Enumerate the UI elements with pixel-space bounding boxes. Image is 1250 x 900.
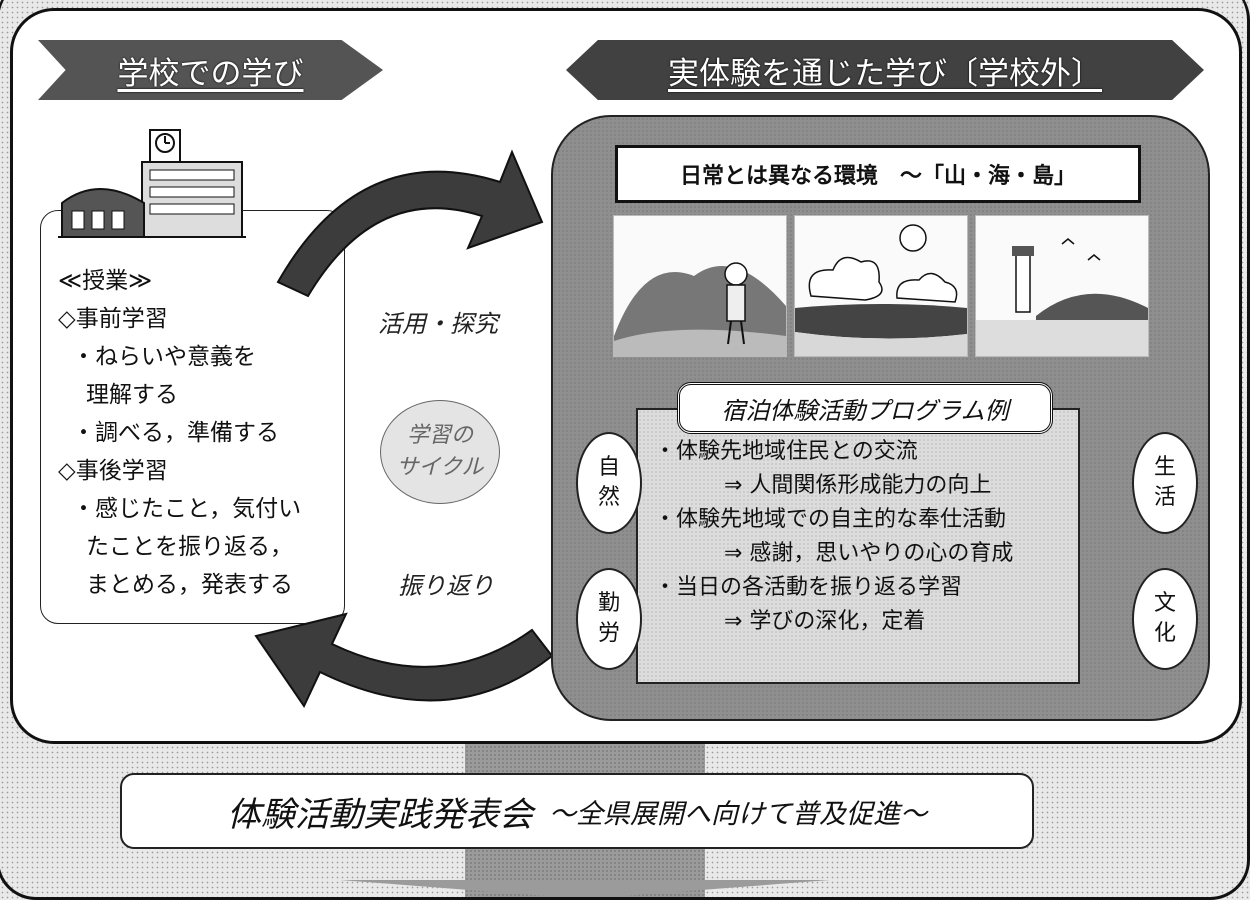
tag-culture: 文 化 <box>1132 568 1198 670</box>
tag-char: 労 <box>597 621 620 646</box>
island-illustration <box>975 215 1149 357</box>
lower-curved-arrow-icon <box>254 612 554 709</box>
tag-labor: 勤 労 <box>576 568 642 670</box>
presentation-meeting-banner: 体験活動実践発表会 ～全県展開へ向けて普及促進～ <box>120 773 1034 849</box>
program-example-list: ・体験先地域住民との交流 ⇒ 人間関係形成能力の向上 ・体験先地域での自主的な奉… <box>654 435 1074 639</box>
school-learning-banner: 学校での学び <box>38 40 383 100</box>
sea-illustration <box>794 215 968 357</box>
learning-cycle-arrows <box>254 149 554 709</box>
cycle-upper-label: 活用・探究 <box>378 310 498 338</box>
program-example-title: 宿泊体験活動プログラム例 <box>677 382 1053 434</box>
upper-curved-arrow-icon <box>276 149 544 298</box>
pre-learning-heading: ◇事前学習 <box>58 306 168 332</box>
tag-char: 文 <box>1153 591 1176 616</box>
program-example-box <box>636 408 1080 684</box>
tag-char: 活 <box>1153 485 1176 510</box>
program-item: ・当日の各活動を振り返る学習 <box>654 575 963 600</box>
tag-char: 勤 <box>597 591 620 616</box>
tag-nature: 自 然 <box>576 432 642 534</box>
program-outcome: ⇒ 感謝，思いやりの心の育成 <box>724 541 1014 566</box>
program-outcome: ⇒ 人間関係形成能力の向上 <box>724 473 992 498</box>
mountain-illustration <box>613 215 787 357</box>
tag-life: 生 活 <box>1132 432 1198 534</box>
pre-learning-item: ・調べる，準備する <box>72 420 279 446</box>
post-learning-item-cont: たことを振り返る， <box>86 534 293 560</box>
post-learning-item: ・感じたこと，気付い <box>72 496 302 522</box>
tag-char: 自 <box>597 455 620 480</box>
announcement-sub: ～全県展開へ向けて普及促進～ <box>549 798 927 830</box>
announcement-main: 体験活動実践発表会 <box>227 794 533 835</box>
tag-char: 化 <box>1153 621 1176 646</box>
environment-title: 日常とは異なる環境 ～「山・海・島」 <box>615 145 1141 203</box>
pre-learning-item: ・ねらいや意義を <box>72 344 256 370</box>
learning-cycle-oval: 学習の サイクル <box>380 400 500 504</box>
cycle-center-line2: サイクル <box>396 455 484 480</box>
post-learning-heading: ◇事後学習 <box>58 458 168 484</box>
post-learning-item-cont: まとめる，発表する <box>86 572 293 598</box>
class-heading: ≪授業≫ <box>58 268 153 294</box>
school-building-icon <box>58 129 246 238</box>
cycle-lower-label: 振り返り <box>398 572 494 600</box>
down-arrow-head <box>340 880 830 899</box>
tag-char: 生 <box>1153 455 1176 480</box>
program-item: ・体験先地域住民との交流 <box>654 439 918 464</box>
cycle-center-line1: 学習の <box>406 423 473 448</box>
school-learning-content: ≪授業≫ ◇事前学習 ・ねらいや意義を 理解する ・調べる，準備する ◇事後学習… <box>58 262 348 604</box>
pre-learning-item-cont: 理解する <box>86 382 178 408</box>
tag-char: 然 <box>597 485 620 510</box>
program-item: ・体験先地域での自主的な奉仕活動 <box>654 507 1007 532</box>
experience-learning-banner: 実体験を通じた学び〔学校外〕 <box>566 40 1204 100</box>
program-outcome: ⇒ 学びの深化，定着 <box>724 609 926 634</box>
